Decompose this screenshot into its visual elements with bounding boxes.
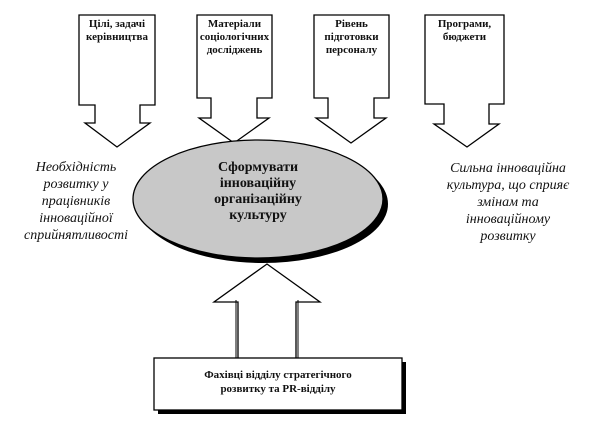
callout-arrow-training bbox=[313, 14, 390, 144]
box-label-goals: Цілі, задачі керівництва bbox=[79, 18, 155, 44]
box-line: Цілі, задачі bbox=[88, 18, 146, 30]
center-line: інноваційну bbox=[219, 176, 297, 191]
center-line: організаційну bbox=[214, 192, 302, 207]
box-line: керівництва bbox=[86, 31, 148, 43]
box-line: Матеріали bbox=[207, 18, 262, 30]
bottom-box-label: Фахівці відділу стратегічного розвитку т… bbox=[154, 368, 402, 396]
note-line: інноваційної bbox=[39, 211, 113, 226]
note-line: розвитку bbox=[480, 229, 536, 244]
note-line: Необхідність bbox=[35, 160, 117, 175]
box-line: персоналу bbox=[325, 44, 378, 56]
center-title: Сформувати інноваційну організаційну кул… bbox=[178, 160, 338, 224]
note-line: розвитку у bbox=[43, 177, 109, 192]
note-line: працівників bbox=[41, 194, 111, 209]
box-label-research: Матеріали соціологічних досліджень bbox=[197, 18, 272, 57]
left-note: Необхідність розвитку у працівників інно… bbox=[8, 159, 144, 244]
note-line: інноваційному bbox=[465, 212, 551, 227]
note-line: Сильна інноваційна bbox=[450, 161, 566, 176]
center-line: Сформувати bbox=[217, 160, 299, 175]
callout-arrow-programs bbox=[424, 14, 505, 148]
callout-arrow-goals bbox=[78, 14, 156, 148]
callout-arrow-research bbox=[196, 14, 273, 144]
right-note: Сильна інноваційна культура, що сприяє з… bbox=[420, 160, 596, 245]
box-line: підготовки bbox=[324, 31, 379, 43]
bottom-line: розвитку та PR-відділу bbox=[220, 383, 336, 395]
box-line: Програми, bbox=[437, 18, 492, 30]
box-label-programs: Програми, бюджети bbox=[425, 18, 504, 44]
box-line: Рівень bbox=[335, 18, 368, 30]
note-line: сприйнятливості bbox=[24, 228, 128, 243]
box-line: бюджети bbox=[442, 31, 487, 43]
box-line: соціологічних bbox=[199, 31, 270, 43]
center-line: культуру bbox=[229, 208, 287, 223]
box-label-training: Рівень підготовки персоналу bbox=[314, 18, 389, 57]
note-line: культура, що сприяє bbox=[446, 178, 570, 193]
bottom-box bbox=[153, 357, 403, 411]
center-ellipse bbox=[132, 139, 384, 259]
box-line: досліджень bbox=[206, 44, 263, 56]
note-line: змінам та bbox=[477, 195, 539, 210]
bottom-line: Фахівці відділу стратегічного bbox=[204, 369, 352, 381]
